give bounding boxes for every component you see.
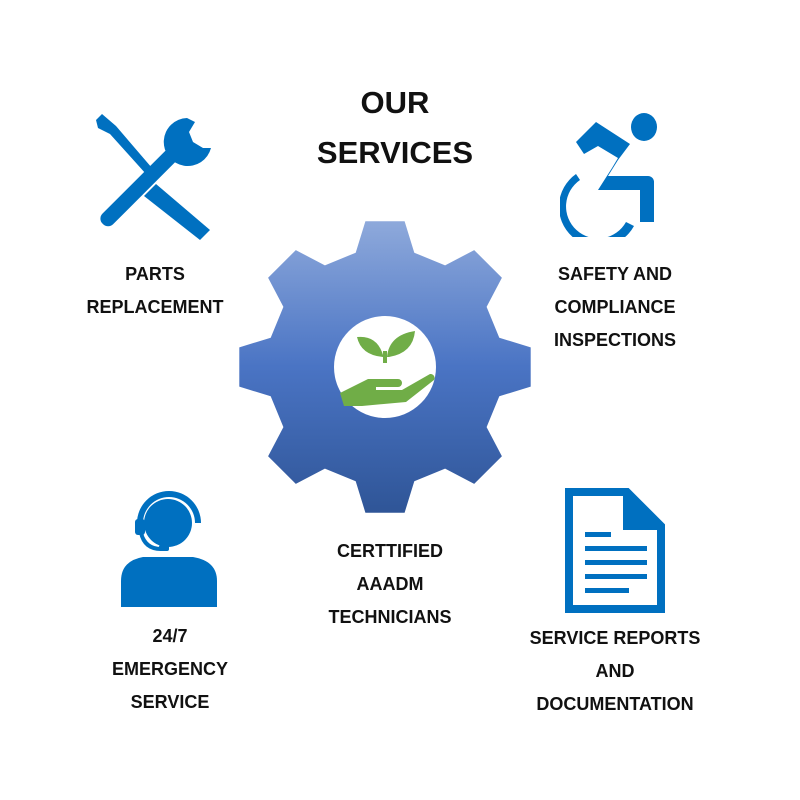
title-line-1: OUR <box>360 85 430 120</box>
service-label-emergency-service: 24/7 EMERGENCY SERVICE <box>111 626 228 712</box>
document-icon <box>565 488 665 613</box>
service-label-parts-replacement: PARTS REPLACEMENT <box>86 264 224 317</box>
tools-icon <box>96 114 211 240</box>
title-line-2: SERVICES <box>316 135 474 170</box>
page-title: OUR SERVICES <box>290 78 500 178</box>
plant-hand-icon <box>340 331 435 406</box>
gear-plant-icon <box>239 221 531 513</box>
service-label-certified-technicians: CERTTIFIED AAADM TECHNICIANS <box>328 541 452 627</box>
headset-person-icon <box>121 491 217 607</box>
service-label-safety-inspections: SAFETY AND COMPLIANCE INSPECTIONS <box>553 264 677 350</box>
service-label-service-reports: SERVICE REPORTS AND DOCUMENTATION <box>529 628 701 714</box>
accessibility-icon <box>560 113 657 237</box>
